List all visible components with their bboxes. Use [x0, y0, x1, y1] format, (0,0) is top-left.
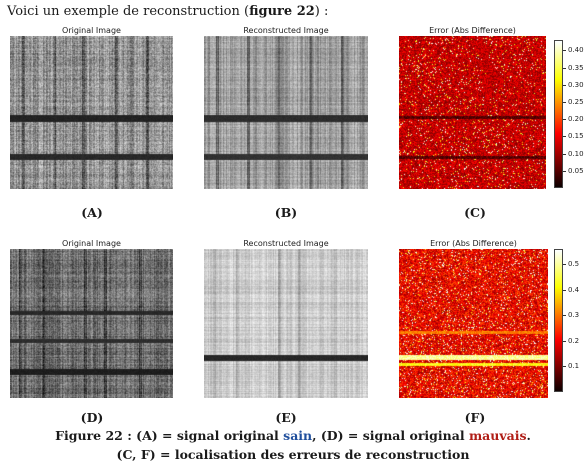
figure-caption-line1: Figure 22 : (A) = signal original sain, … — [55, 428, 531, 443]
colorbar-tick-mark — [563, 366, 566, 368]
panel-d-original-image — [10, 249, 173, 398]
panel-e-letter: (E) — [275, 410, 297, 425]
panel-c-title: Error (Abs Difference) — [429, 26, 516, 35]
panel-b-title: Reconstructed Image — [243, 26, 329, 35]
colorbar-tick-label: 0.3 — [568, 311, 580, 320]
panel-d-title: Original Image — [62, 239, 121, 248]
panel-b-letter: (B) — [274, 205, 298, 220]
panel-a-original-image — [10, 36, 173, 189]
colorbar-tick-mark — [563, 101, 566, 103]
colorbar-tick-mark — [563, 67, 566, 69]
panel-e-reconstructed-image — [204, 249, 368, 398]
panel-c-letter: (C) — [464, 205, 486, 220]
panel-a-letter: (A) — [81, 205, 103, 220]
panel-d-letter: (D) — [80, 410, 104, 425]
colorbar-tick-mark — [563, 315, 566, 317]
colorbar-tick-label: 0.1 — [568, 362, 580, 371]
colorbar-tick-mark — [563, 119, 566, 121]
colorbar-tick-label: 0.2 — [568, 336, 580, 345]
colorbar-tick-label: 0.5 — [568, 260, 580, 269]
colorbar-tick-mark — [563, 136, 566, 138]
colorbar-tick-mark — [563, 153, 566, 155]
colorbar-tick-label: 0.05 — [568, 166, 584, 175]
panel-e-title: Reconstructed Image — [243, 239, 329, 248]
panel-f-title: Error (Abs Difference) — [430, 239, 517, 248]
panel-b-reconstructed-image — [204, 36, 368, 189]
colorbar-tick-label: 0.40 — [568, 46, 584, 55]
colorbar-tick-mark — [563, 340, 566, 342]
colorbar-tick-mark — [563, 170, 566, 172]
colorbar-tick-label: 0.20 — [568, 115, 584, 124]
colorbar-tick-label: 0.25 — [568, 97, 584, 106]
panel-f-error-map — [399, 249, 548, 398]
colorbar-bottom — [554, 249, 563, 392]
colorbar-tick-mark — [563, 289, 566, 291]
colorbar-tick-mark — [563, 84, 566, 86]
figure-caption-line2: (C, F) = localisation des erreurs de rec… — [116, 447, 470, 462]
colorbar-tick-mark — [563, 50, 566, 52]
colorbar-top — [554, 40, 563, 188]
colorbar-tick-mark — [563, 264, 566, 266]
intro-text: Voici un exemple de reconstruction (figu… — [7, 4, 329, 19]
panel-f-letter: (F) — [464, 410, 486, 425]
colorbar-tick-label: 0.30 — [568, 80, 584, 89]
colorbar-tick-label: 0.10 — [568, 149, 584, 158]
panel-a-title: Original Image — [62, 26, 121, 35]
colorbar-tick-label: 0.4 — [568, 285, 580, 294]
panel-c-error-map — [399, 36, 546, 189]
colorbar-tick-label: 0.15 — [568, 132, 584, 141]
colorbar-tick-label: 0.35 — [568, 63, 584, 72]
